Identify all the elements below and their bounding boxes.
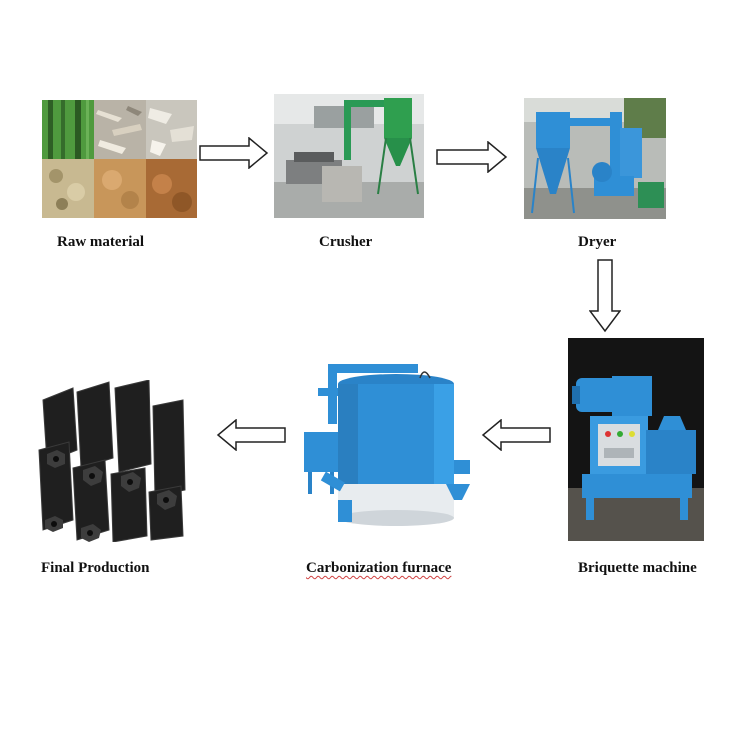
dryer-image <box>524 98 666 219</box>
raw-material-collage <box>42 100 197 218</box>
crusher-machine-illustration <box>274 94 424 218</box>
left-arrow-icon <box>481 419 551 451</box>
right-arrow-icon <box>199 137 269 169</box>
briquette-machine-illustration <box>568 338 704 541</box>
crusher-image <box>274 94 424 218</box>
briquette-machine-image <box>568 338 704 541</box>
arrow-furnace-to-final <box>216 419 286 451</box>
arrow-briquette-to-furnace <box>481 419 551 451</box>
left-arrow-icon <box>216 419 286 451</box>
raw-material-image <box>42 100 197 218</box>
carbonization-furnace-illustration <box>298 360 474 532</box>
right-arrow-icon <box>436 141 508 173</box>
final-production-label: Final Production <box>41 560 150 577</box>
briquette-machine-label: Briquette machine <box>578 560 697 577</box>
final-production-image <box>33 380 199 542</box>
arrow-crusher-to-dryer <box>436 141 508 173</box>
down-arrow-icon <box>589 259 621 333</box>
charcoal-briquettes-illustration <box>33 380 199 542</box>
arrow-dryer-to-briquette <box>589 259 621 333</box>
raw-material-label: Raw material <box>57 234 144 251</box>
carbonization-furnace-image <box>298 360 474 532</box>
carbonization-furnace-label: Carbonization furnace <box>306 560 451 577</box>
dryer-label: Dryer <box>578 234 616 251</box>
arrow-raw-to-crusher <box>199 137 269 169</box>
crusher-label: Crusher <box>319 234 372 251</box>
dryer-machine-illustration <box>524 98 666 219</box>
